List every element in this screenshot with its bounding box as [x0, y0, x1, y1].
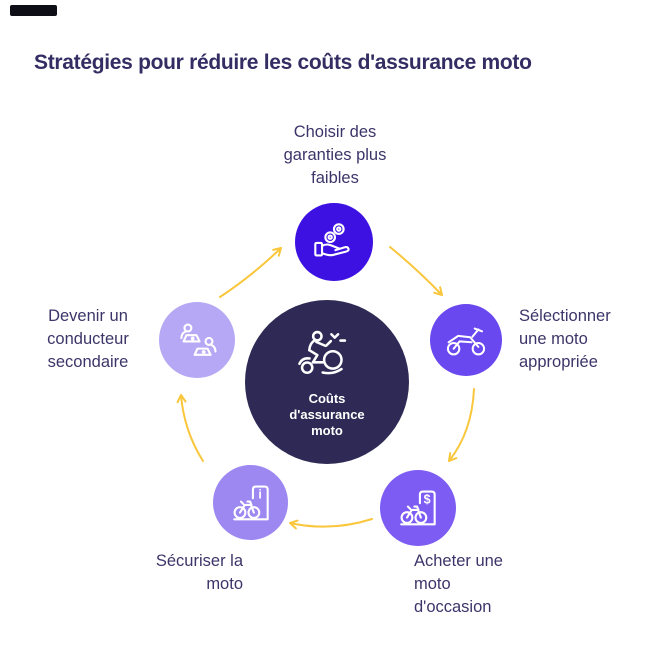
label-selectionner-moto: Sélectionner une moto appropriée — [519, 307, 611, 371]
arrow-left-to-top — [219, 247, 282, 298]
arrow-top-to-right — [389, 246, 443, 296]
coins-in-hand-icon — [314, 223, 350, 257]
node-devenir-conducteur — [159, 302, 235, 378]
node-securiser-moto: i — [213, 465, 288, 540]
center-node: Coûts d'assurance moto — [245, 300, 409, 464]
info-glyph: i — [258, 487, 261, 501]
label-securiser-moto: Sécuriser la moto — [155, 552, 243, 593]
motorcyclist-icon — [298, 330, 347, 374]
arrowhead-bottomleft-to-left — [176, 394, 187, 404]
arrow-bottomright-to-bottomleft — [289, 518, 373, 528]
arrowhead-bottomright-to-bottomleft — [289, 519, 299, 530]
node-choisir-garanties — [295, 203, 373, 281]
label-choisir-garanties: Choisir des garanties plus faibles — [283, 123, 387, 187]
page-title: Stratégies pour réduire les coûts d'assu… — [34, 51, 532, 74]
label-devenir-conducteur: Devenir un conducteur secondaire — [47, 307, 129, 371]
arrow-bottomleft-to-left — [180, 394, 204, 462]
center-node-label: Coûts d'assurance moto — [289, 390, 365, 438]
label-acheter-occasion: Acheter une moto d'occasion — [414, 552, 503, 616]
bike-price-sign-icon: $ — [400, 490, 436, 526]
arrowhead-left-to-top — [272, 247, 282, 257]
bike-info-sign-icon: i — [232, 484, 269, 520]
top-left-dark-bar — [10, 5, 57, 16]
dollar-sign-glyph: $ — [424, 493, 431, 507]
arrowhead-top-to-right — [433, 286, 443, 296]
node-selectionner-moto — [430, 304, 502, 376]
secondary-driver-icon — [180, 323, 217, 356]
node-acheter-occasion: $ — [380, 470, 456, 546]
motorcycle-icon — [446, 327, 486, 356]
arrow-right-to-bottomright — [448, 388, 475, 462]
arrowhead-right-to-bottomright — [448, 452, 458, 462]
